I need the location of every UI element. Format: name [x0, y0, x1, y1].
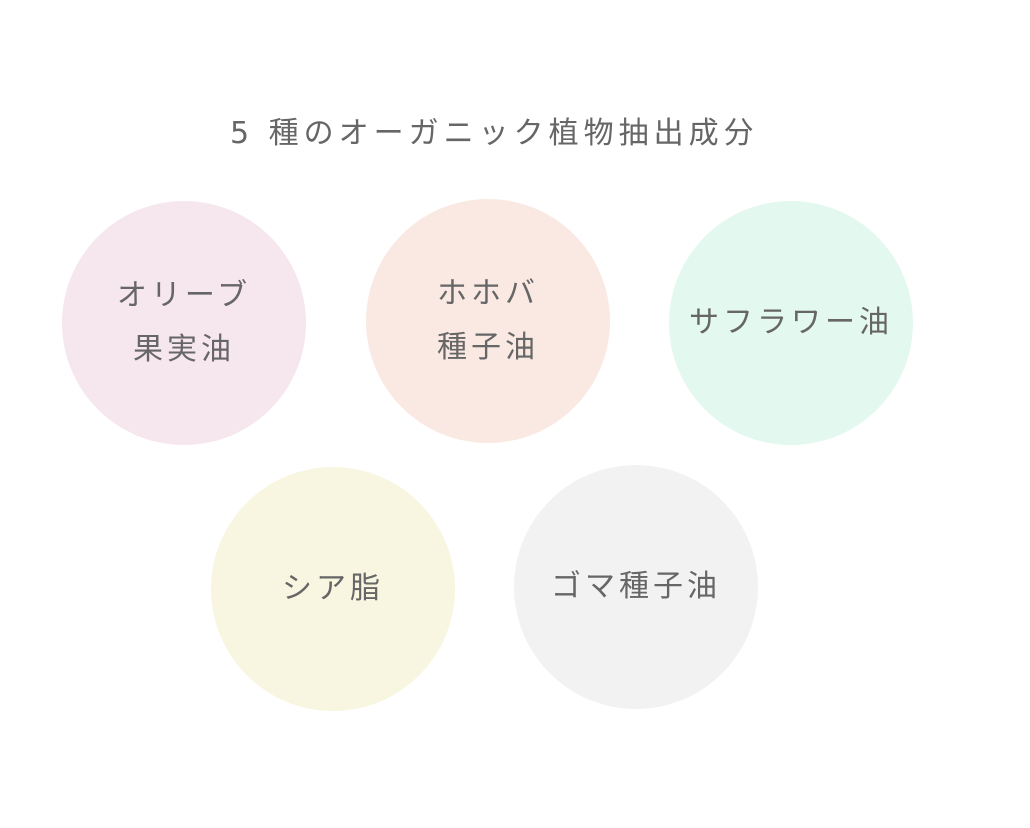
ingredient-circle-olive: オリーブ 果実油	[62, 201, 306, 445]
ingredient-label: ホホバ 種子油	[437, 276, 539, 365]
ingredient-circle-safflower: サフラワー油	[669, 201, 913, 445]
ingredient-label: シア脂	[282, 571, 384, 606]
ingredient-circle-jojoba: ホホバ 種子油	[366, 199, 610, 443]
ingredient-label: サフラワー油	[689, 305, 893, 340]
page-title: 5 種のオーガニック植物抽出成分	[230, 116, 759, 151]
ingredient-label: ゴマ種子油	[551, 569, 721, 604]
ingredient-circle-sesame: ゴマ種子油	[514, 465, 758, 709]
ingredient-label: オリーブ 果実油	[116, 278, 252, 367]
ingredient-circle-shea: シア脂	[211, 467, 455, 711]
